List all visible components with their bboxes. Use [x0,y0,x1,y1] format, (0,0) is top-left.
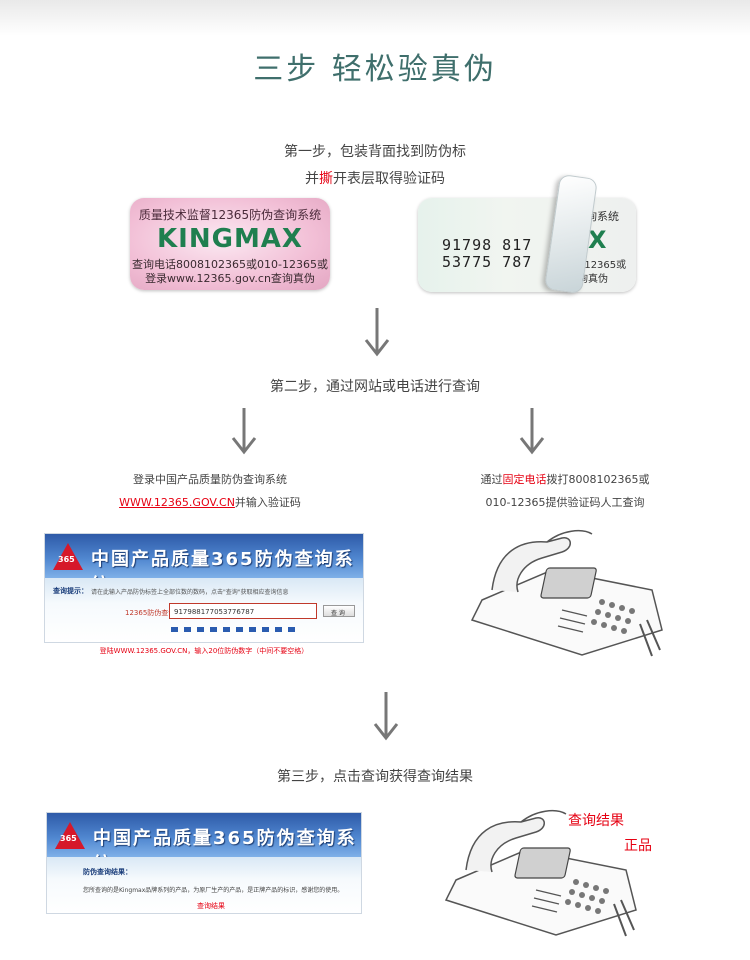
site-header: 365 中国产品质量365防伪查询系统 [47,813,361,875]
telephone-icon [470,529,663,657]
hint-text: 请在此输入产品防伪标签上全部位数的数码，点击"查询"获取相应查询信息 [91,589,289,596]
peeled-label: 91798 817 53775 787 X 询系统 10-12365或 询真伪 [418,198,636,292]
step1-line1: 第一步，包装背面找到防伪标 [284,144,466,160]
anti-counterfeit-label: 质量技术监督12365防伪查询系统 KINGMAX 查询电话8008102365… [130,198,330,290]
genuine-callout: 正品 [624,838,652,854]
step1-line2: 并撕开表层取得验证码 [305,171,445,187]
serial-line1: 91798 817 [442,236,533,254]
telephone-icon [444,809,637,937]
page-title: 三步 轻松验真伪 [253,52,497,87]
top-shadow-bar [0,0,750,36]
down-arrow-icon [231,408,257,455]
result-text: 您所查询的是Kingmax品牌系列的产品，为原厂生产的产品，是正牌产品的标识，感… [83,887,344,894]
down-arrow-icon [373,692,399,741]
code-input[interactable]: 917988177053776787 [169,603,317,619]
tel-line1: 通过固定电话拨打8008102365或 [480,473,650,486]
input-label: 12365防伪查询： [125,609,183,617]
peeled-bottom-text: 询真伪 [578,274,608,285]
digit-markers [171,627,295,632]
website-link[interactable]: WWW.12365.GOV.CN [119,496,235,509]
result-link[interactable]: 查询结果 [197,902,225,910]
site-footer-note: 登陆WWW.12365.GOV.CN，输入20位防伪数字（中间不要空格） [99,647,309,655]
result-label: 防伪查询结果： [83,868,132,876]
hint-label: 查询提示： [53,587,88,595]
serial-line2: 53775 787 [442,253,533,271]
tel-line2: 010-12365提供验证码人工查询 [485,496,645,509]
result-callout: 查询结果 [568,813,624,829]
peeled-mid-text: 10-12365或 [568,260,627,271]
tear-word: 撕 [319,171,333,187]
web-line1: 登录中国产品质量防伪查询系统 [133,473,287,486]
site-header: 365 中国产品质量365防伪查询系统 [45,534,363,596]
result-site-screenshot: 365 中国产品质量365防伪查询系统 防伪查询结果： 您所查询的是Kingma… [46,812,362,914]
site-logo-icon: 365 [53,543,83,570]
step2-text: 第二步，通过网站或电话进行查询 [270,379,480,395]
landline-text: 固定电话 [502,473,547,486]
label-system-name: 质量技术监督12365防伪查询系统 [138,208,322,222]
label-phone-line: 查询电话8008102365或010-12365或 [132,258,328,271]
down-arrow-icon [519,408,545,455]
query-button[interactable]: 查 询 [323,605,355,617]
down-arrow-icon [364,308,390,357]
step3-text: 第三步，点击查询获得查询结果 [277,769,473,785]
web-line2: WWW.12365.GOV.CN并输入验证码 [119,496,301,509]
site-body: 查询提示： 请在此输入产品防伪标签上全部位数的数码，点击"查询"获取相应查询信息… [45,578,363,642]
site-logo-icon: 365 [55,822,85,849]
peeled-top-text: 询系统 [586,210,619,223]
brand-tail: X [588,226,607,254]
label-brand: KINGMAX [157,224,303,254]
site-body: 防伪查询结果： 您所查询的是Kingmax品牌系列的产品，为原厂生产的产品，是正… [47,857,361,913]
label-web-line: 登录www.12365.gov.cn查询真伪 [145,272,315,285]
query-site-screenshot: 365 中国产品质量365防伪查询系统 查询提示： 请在此输入产品防伪标签上全部… [44,533,364,643]
